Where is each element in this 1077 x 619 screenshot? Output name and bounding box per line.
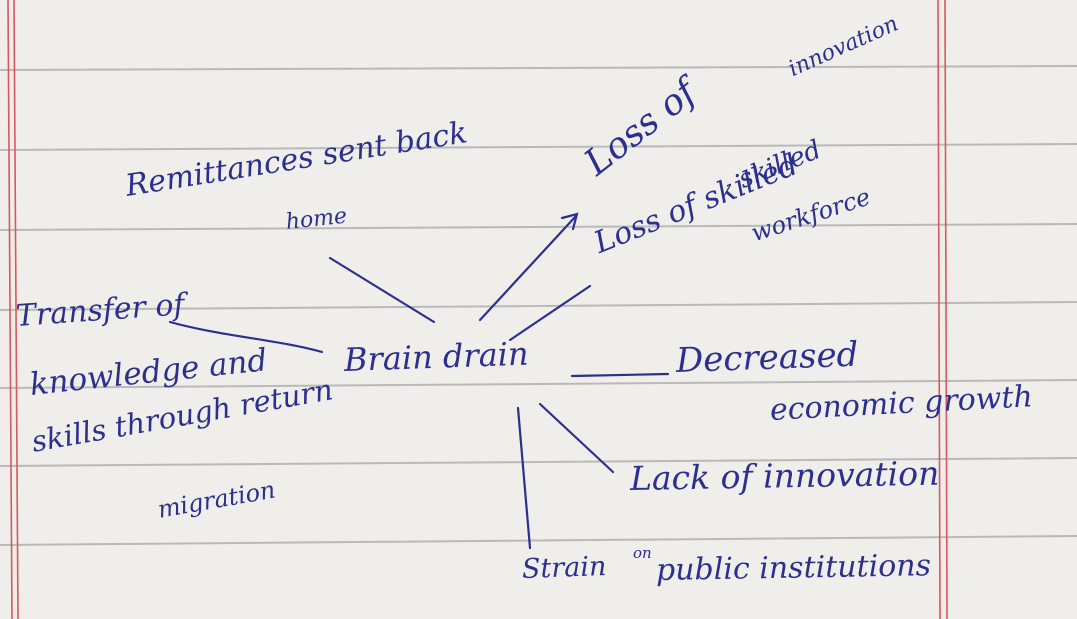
connector-decreased xyxy=(570,372,670,378)
rule-line xyxy=(0,301,1077,311)
label-public-institutions: public institutions xyxy=(655,548,932,588)
connector-transfer xyxy=(168,320,324,354)
label-lack-of-innovation: Lack of innovation xyxy=(629,453,940,498)
right-margin-line xyxy=(944,0,948,619)
ruled-lines xyxy=(0,65,1077,546)
connector-skilled-workforce xyxy=(508,284,592,342)
rule-line xyxy=(0,223,1077,231)
connector-lack-innovation xyxy=(538,402,615,474)
rule-line xyxy=(0,143,1077,151)
left-margin-line xyxy=(7,0,13,619)
connector-strain xyxy=(516,406,532,550)
connector-innovation xyxy=(478,214,578,322)
arrowhead-innovation xyxy=(560,212,579,231)
label-strain: Strain xyxy=(521,551,607,585)
margin-lines xyxy=(7,0,948,619)
rule-line xyxy=(0,379,1077,389)
center-node-brain-drain: Brain drain xyxy=(343,334,530,379)
label-on: on xyxy=(633,544,652,562)
connectors xyxy=(168,212,670,550)
right-margin-line xyxy=(937,0,941,619)
rule-line xyxy=(0,535,1077,546)
label-decreased: Decreased xyxy=(675,334,859,381)
left-margin-line xyxy=(13,0,19,619)
rule-line xyxy=(0,65,1077,71)
rule-line xyxy=(0,457,1077,467)
connector-remittances xyxy=(328,256,436,324)
